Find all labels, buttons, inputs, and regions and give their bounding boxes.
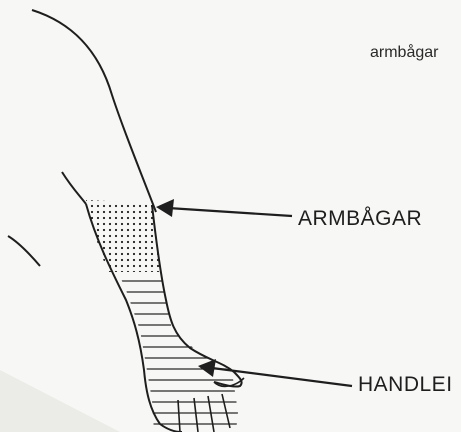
- elbow-arrow-head: [156, 199, 174, 217]
- corner-shading: [0, 370, 120, 432]
- figure-caption: armbågar: [370, 44, 438, 62]
- torso-outline: [8, 236, 40, 266]
- wrist-striped-area: [100, 272, 250, 432]
- wrist-label: HANDLEI: [358, 373, 453, 397]
- inner-arm-outline: [62, 172, 86, 204]
- elbow-label: ARMBÅGAR: [298, 207, 422, 231]
- shoulder-outline: [32, 10, 156, 212]
- elbow-arrow-line: [168, 208, 292, 216]
